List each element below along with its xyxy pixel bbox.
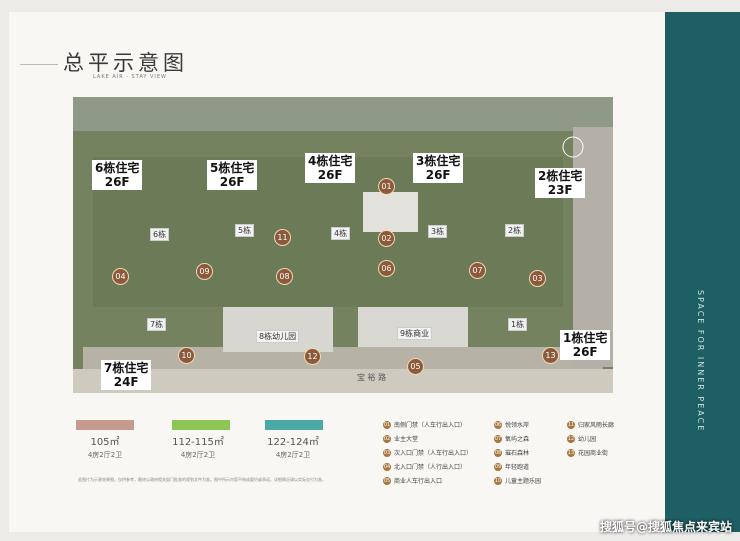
circle-09: 09 <box>196 263 213 280</box>
title-rule <box>20 64 58 65</box>
legend-swatch-105 <box>76 420 134 430</box>
circle-02: 02 <box>378 230 395 247</box>
tag-b2: 2栋 <box>505 224 525 237</box>
legend-area-2: 112-115㎡ <box>172 437 224 448</box>
circle-10: 10 <box>178 347 195 364</box>
legend-area-1: 105㎡ <box>90 437 120 448</box>
circle-12: 12 <box>304 348 321 365</box>
tag-b1: 1栋 <box>508 318 528 331</box>
tag-b3: 3栋 <box>428 225 448 238</box>
side-text: SPACE FOR INNER PEACE <box>696 290 705 433</box>
side-band <box>665 12 740 532</box>
circle-03: 03 <box>529 270 546 287</box>
circle-04: 04 <box>112 268 129 285</box>
tag-b7: 7栋 <box>147 318 167 331</box>
legend-swatch-112 <box>172 420 230 430</box>
circle-08: 08 <box>276 268 293 285</box>
circle-06: 06 <box>378 260 395 277</box>
circle-11: 11 <box>274 229 291 246</box>
site-plan-map <box>73 97 613 393</box>
tag-b6: 6栋 <box>150 228 170 241</box>
footnote: 此图片为示意效果图，仅供参考，最终以政府相关部门批准的规划文件为准。图中所示内容… <box>78 477 326 482</box>
tag-commerce: 9栋商业 <box>397 327 433 340</box>
site-plan-drawing <box>73 97 613 393</box>
watermark: 搜狐号@搜狐焦点来宾站 <box>599 520 732 534</box>
tag-b4: 4栋 <box>331 227 351 240</box>
tag-kindergarten: 8栋幼儿园 <box>256 330 300 343</box>
tag-road: 宝 裕 路 <box>357 373 387 382</box>
legend-area-3: 122-124㎡ <box>267 437 319 448</box>
page-title: 总平示意图 <box>63 51 188 75</box>
legend-type-3: 4房2厅2卫 <box>275 451 311 459</box>
legend-type-1: 4房2厅2卫 <box>87 451 123 459</box>
circle-05: 05 <box>407 358 424 375</box>
page-subtitle: LAKE AIR · STAY VIEW <box>93 74 167 80</box>
legend-swatch-122 <box>265 420 323 430</box>
tag-b5: 5栋 <box>235 224 255 237</box>
circle-01: 01 <box>378 178 395 195</box>
legend-type-2: 4房2厅2卫 <box>180 451 216 459</box>
circle-07: 07 <box>469 262 486 279</box>
circle-13: 13 <box>542 347 559 364</box>
